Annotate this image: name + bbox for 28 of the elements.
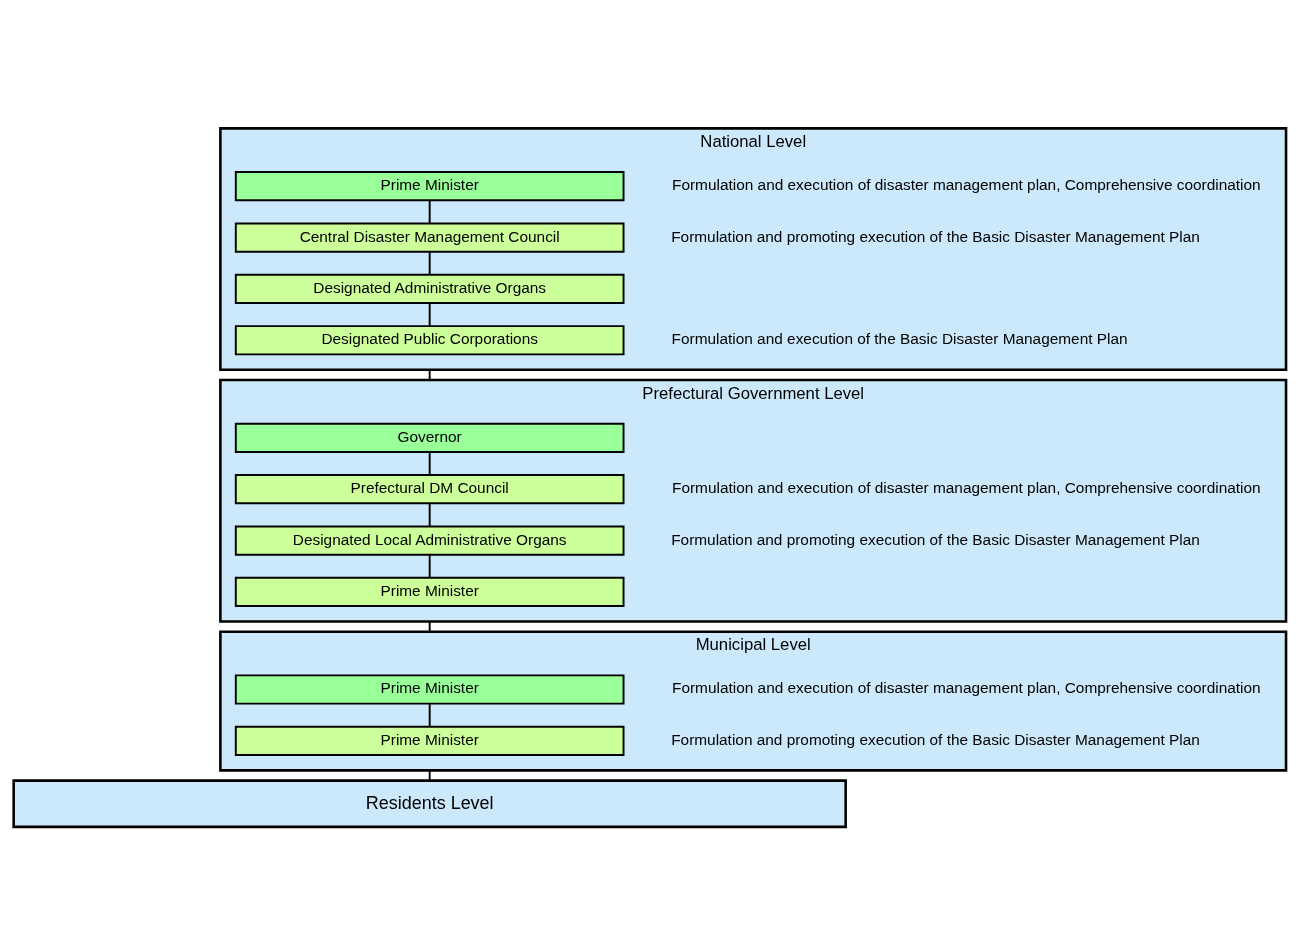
node-label: Formulation and execution of disaster management plan, Comprehensive coordination [672, 679, 1261, 697]
connector [428, 368, 431, 382]
connector [428, 302, 431, 327]
node-box: Designated Local Administrative Organs [234, 525, 625, 556]
node-label: Formulation and promoting execution of the Basic Disaster Management Plan [671, 730, 1200, 748]
connector [428, 769, 431, 782]
node-box: Prime Minister [234, 576, 625, 607]
node-box: Prime Minister [234, 674, 625, 705]
node-box: Residents Level [12, 779, 847, 829]
connector [428, 502, 431, 528]
node-box: Designated Administrative Organs [234, 273, 625, 304]
connector [428, 703, 431, 728]
connector [428, 451, 431, 476]
node-box: Prefectural DM Council [234, 474, 625, 505]
connector [428, 251, 431, 276]
connector [428, 199, 431, 225]
node-box: Designated Public Corporations [234, 325, 625, 356]
connector [428, 620, 431, 633]
node-box: Prime Minister [234, 725, 625, 756]
node-label: Formulation and execution of disaster management plan, Comprehensive coordination [672, 479, 1261, 497]
node-box: Prime Minister [234, 171, 625, 202]
node-label: Formulation and promoting execution of the Basic Disaster Management Plan [671, 227, 1200, 245]
node-label: Formulation and execution of disaster management plan, Comprehensive coordination [672, 176, 1261, 194]
node-label: Formulation and promoting execution of the Basic Disaster Management Plan [671, 530, 1200, 548]
connector [428, 554, 431, 579]
node-box: Central Disaster Management Council [234, 222, 625, 253]
node-box: Governor [234, 422, 625, 453]
node-label: Formulation and execution of the Basic Disaster Management Plan [671, 330, 1128, 348]
